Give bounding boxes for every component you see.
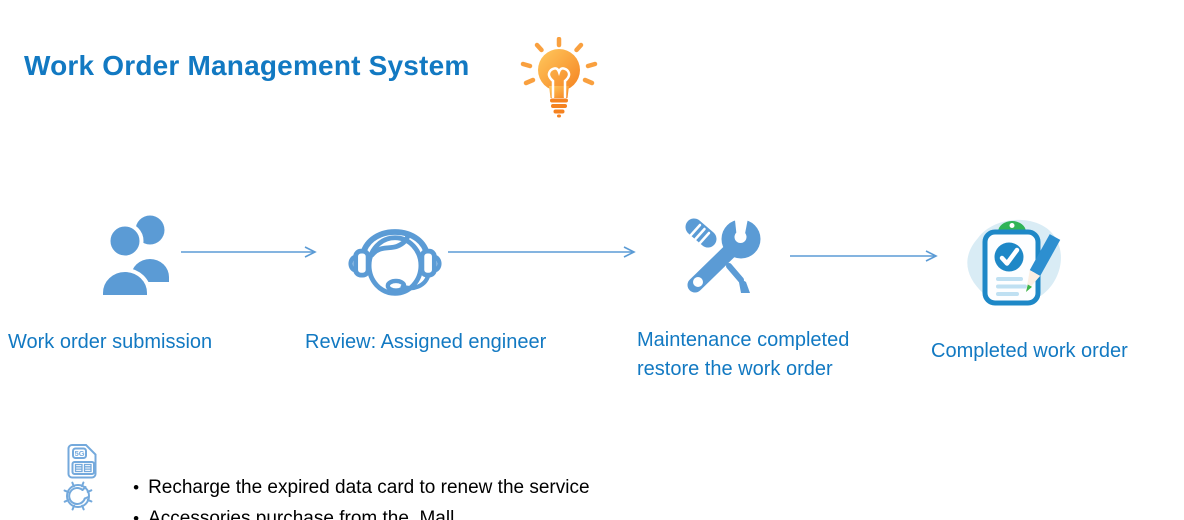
- flow-arrow-1: [181, 246, 317, 258]
- step-label-review-assigned-engineer: Review: Assigned engineer: [305, 331, 547, 353]
- step-label-maintenance-completed: Maintenance completed restore the work o…: [637, 329, 850, 380]
- step-label-completed-work-order: Completed work order: [931, 340, 1128, 362]
- flow-arrow-3: [790, 250, 938, 262]
- gear-wrench-icon: [63, 481, 93, 511]
- bullet-point: •: [133, 478, 140, 497]
- support-engineer-icon: [348, 229, 442, 296]
- note-text: Accessories purchase from the Mall: [148, 508, 455, 520]
- svg-text:5G: 5G: [75, 449, 85, 458]
- page-title: Work Order Management System: [24, 50, 470, 81]
- tools-icon: [685, 211, 761, 293]
- note-text: Recharge the expired data card to renew …: [148, 477, 590, 498]
- step-label-work-order-submission: Work order submission: [8, 331, 213, 353]
- flow-arrow-2: [448, 246, 636, 258]
- note-accessories-purchase: • Accessories purchase from the Mall: [112, 483, 454, 520]
- lightbulb-icon: [520, 37, 598, 118]
- bullet-point: •: [133, 509, 140, 520]
- users-icon: [99, 215, 169, 298]
- sim-card-5g-icon: 5G: [67, 444, 97, 479]
- completed-clipboard-icon: [967, 219, 1061, 306]
- note-recharge-data-card: • Recharge the expired data card to renew…: [112, 452, 590, 520]
